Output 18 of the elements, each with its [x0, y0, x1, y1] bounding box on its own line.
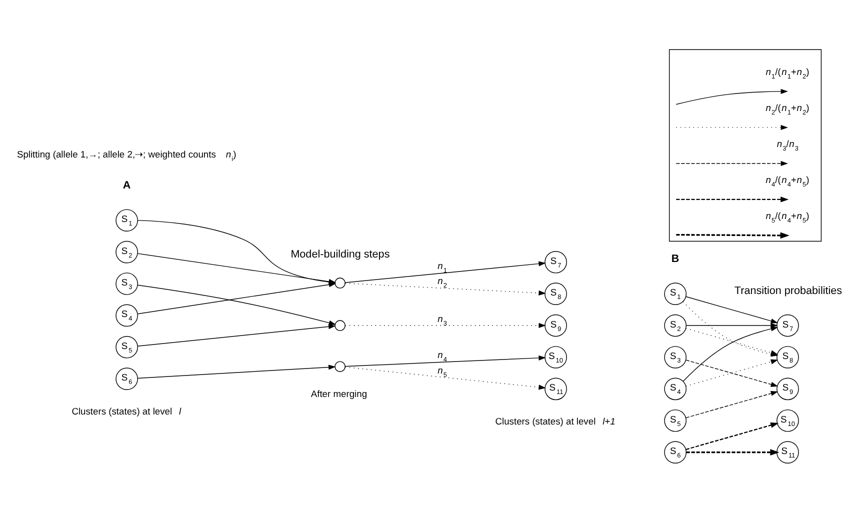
- label: After merging: [310, 388, 368, 399]
- legend-label: n$_{4}$/(n$_{4}$+n$_{5}$): [766, 174, 810, 188]
- label: Clusters (states) at level l: [72, 406, 182, 416]
- edge-label: n$_{4}$: [438, 350, 448, 364]
- edge-label: n$_{5}$: [438, 364, 448, 378]
- label: B: [671, 252, 680, 264]
- label: Model-building steps: [290, 248, 390, 260]
- legend-label: n$_{5}$/(n$_{4}$+n$_{5}$): [766, 210, 810, 224]
- label: A: [122, 178, 131, 191]
- edge-label: n$_{1}$: [438, 260, 448, 274]
- legend-label: n$_{3}$/n$_{3}$: [776, 138, 799, 152]
- edge-label: n$_{3}$: [438, 314, 448, 328]
- edge-label: n$_{2}$: [438, 276, 448, 290]
- legend-label: n$_{1}$/(n$_{1}$+n$_{2}$): [766, 66, 810, 80]
- legend-label: n$_{2}$/(n$_{1}$+n$_{2}$): [766, 102, 810, 116]
- label: Splitting (allele 1,→; allele 2,⇢; weighted counts n$_{i}$): [16, 148, 236, 162]
- label: Transition probabilities: [734, 284, 842, 297]
- label: Clusters (states) at level l+1: [495, 416, 616, 426]
